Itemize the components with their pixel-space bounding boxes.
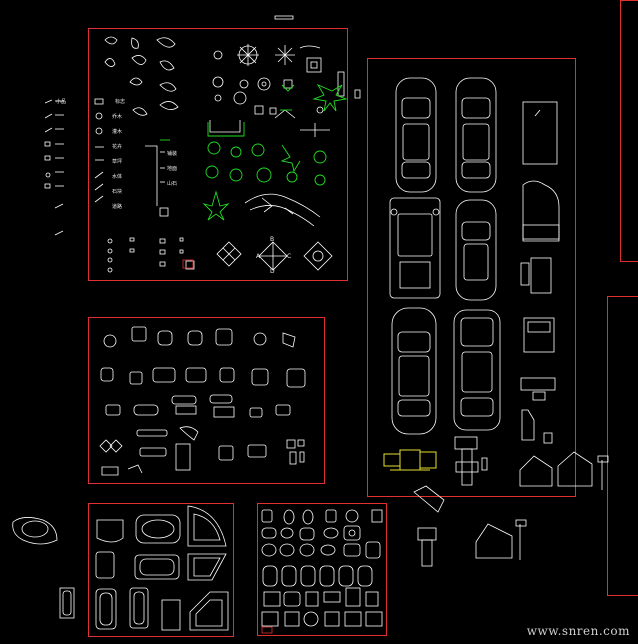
furniture-items	[99, 326, 306, 476]
furniture-right	[454, 101, 609, 490]
legend-label-10: 山石	[167, 181, 178, 187]
sanitary-frame	[257, 503, 387, 636]
plant-symbols	[160, 84, 348, 221]
left-legend-list	[44, 99, 64, 236]
starburst-icon	[275, 45, 295, 65]
watermark: www.snren.com	[526, 624, 630, 638]
legend-label-0: 标志	[115, 99, 126, 105]
red-markers	[182, 259, 273, 634]
legend-label-7: 道路	[112, 204, 123, 210]
legend-label-11: 小品	[56, 99, 67, 105]
legend-label-4: 草坪	[112, 159, 123, 165]
compass-letter-s: D	[270, 268, 275, 275]
legend-label-5: 水体	[112, 174, 123, 180]
symbols-top-icons	[104, 36, 361, 137]
right-frame-bottom	[607, 296, 638, 596]
compass-letter-n: B	[270, 236, 275, 243]
highlighted-block	[383, 449, 437, 471]
furniture-frame	[88, 317, 325, 484]
compass-letter-e: C	[287, 253, 292, 260]
bathtub-items	[95, 505, 229, 631]
symbols-legend-rows	[94, 98, 195, 273]
legend-label-8: 铺装	[167, 151, 178, 157]
bathtubs-frame	[88, 503, 234, 637]
cars-frame	[367, 58, 576, 497]
legend-label-1: 乔木	[112, 114, 123, 120]
car-topviews	[389, 77, 501, 435]
right-frame-top	[620, 0, 638, 262]
loose-items	[12, 15, 527, 619]
legend-label-6: 石块	[112, 189, 123, 195]
compass-icons	[216, 193, 333, 271]
legend-label-3: 花卉	[112, 144, 123, 150]
legend-label-2: 灌木	[112, 129, 123, 135]
legend-label-9: 地面	[167, 166, 178, 172]
symbols-frame	[88, 28, 348, 281]
sanitary-items	[261, 509, 383, 627]
compass-letter-w: A	[256, 253, 261, 260]
